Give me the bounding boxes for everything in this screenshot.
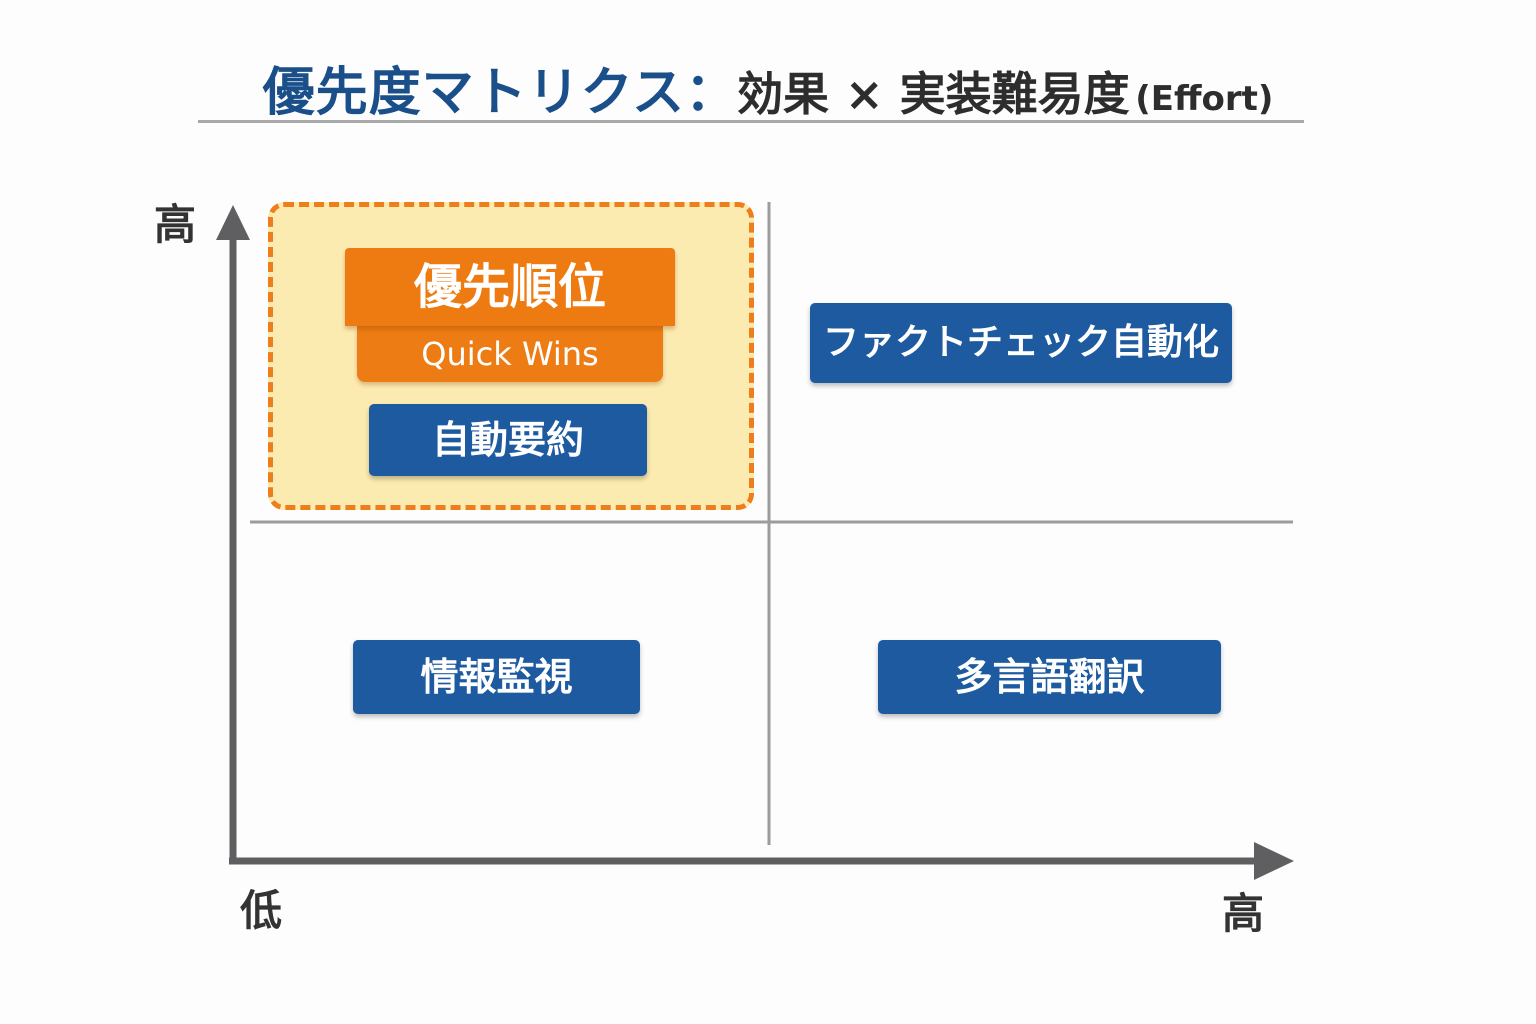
x-axis-low-label: 低	[240, 886, 283, 935]
y-axis-high-label: 高	[154, 200, 197, 249]
title-effort: (Effort)	[1135, 79, 1274, 119]
item-multilingual-translation: 多言語翻訳	[878, 640, 1221, 714]
item-auto-summary: 自動要約	[369, 404, 647, 476]
item-info-monitoring: 情報監視	[353, 640, 640, 714]
page-title: 優先度マトリクス：効果 × 実装難易度 (Effort)	[0, 50, 1536, 123]
title-separator: ：	[685, 63, 738, 123]
y-axis-arrowhead	[216, 205, 250, 240]
priority-banner: 優先順位	[345, 248, 675, 326]
x-axis-high-label: 高	[1222, 889, 1265, 938]
title-subtitle: 効果 × 実装難易度	[737, 67, 1130, 121]
x-axis-arrowhead	[1254, 842, 1294, 880]
item-fact-check: ファクトチェック自動化	[810, 303, 1232, 383]
title-divider	[198, 120, 1304, 123]
quick-wins-label: Quick Wins	[357, 326, 663, 382]
title-main: 優先度マトリクス	[262, 63, 686, 123]
